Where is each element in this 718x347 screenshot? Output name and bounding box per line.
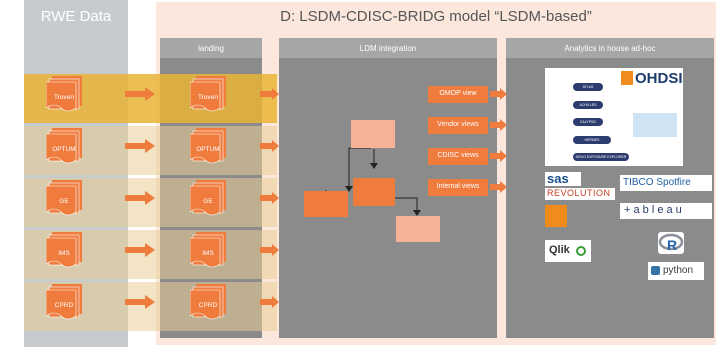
python-logo-box: python	[648, 262, 704, 280]
ldm-diagram	[304, 120, 440, 242]
source-label: OPTUM	[52, 146, 76, 153]
landing-title: landing	[198, 44, 224, 53]
connector-arrowhead-2	[370, 163, 378, 169]
view-arrow-3	[490, 150, 507, 162]
landing-label: GE	[203, 198, 213, 205]
landing-to-ldm-arrow	[260, 296, 279, 308]
landing-label: IMS	[202, 250, 214, 257]
analytics-title: Analytics in house ad-hoc	[564, 44, 656, 53]
revolution-mark-icon	[545, 205, 567, 227]
landing-to-ldm-arrow	[260, 192, 279, 204]
landing-doc-ge: GE	[190, 180, 226, 216]
r-logo-icon: R	[658, 233, 684, 253]
entity-box-top	[351, 120, 395, 148]
connector-arrowhead-1	[345, 186, 353, 192]
source-to-landing-arrow	[125, 243, 155, 257]
view-arrow-2	[490, 119, 507, 131]
python-mark-icon	[651, 266, 660, 275]
view-arrow-1	[490, 88, 507, 100]
landing-to-ldm-arrow	[260, 140, 279, 152]
view-cdisc: CDISC views	[428, 148, 488, 165]
landing-to-ldm-arrow	[260, 244, 279, 256]
connector-line-3	[395, 197, 418, 214]
revolution-logo: REVOLUTION	[547, 188, 611, 198]
view-arrows	[490, 88, 507, 193]
ohdsi-tool-hermes: HERMES	[573, 136, 611, 144]
r-logo-box: R	[658, 232, 684, 254]
ohdsi-tool-calypso: CALYPSO	[573, 118, 603, 126]
source-label: GE	[59, 198, 69, 205]
source-to-landing-arrow	[125, 191, 155, 205]
sas-logo: sas	[547, 171, 569, 186]
qlik-logo-box: Qlik	[545, 240, 591, 262]
landing-header	[160, 38, 262, 58]
tibco-logo: TIBCO Spotfire	[623, 177, 691, 188]
ldm-header	[279, 38, 497, 58]
python-logo: python	[663, 265, 694, 276]
landing-doc-ims: IMS	[190, 232, 226, 268]
connector-arrowhead-3	[413, 210, 421, 216]
analytics-header	[506, 38, 714, 58]
entity-box-left	[304, 191, 348, 217]
entity-box-bottom	[396, 216, 440, 242]
ohdsi-tool-drug-exposure: DRUG EXPOSURE EXPLORER	[573, 153, 629, 161]
source-to-landing-arrow	[125, 295, 155, 309]
landing-doc-truven: Truven	[190, 76, 226, 112]
source-label: Truven	[54, 94, 74, 101]
source-doc-cprd: CPRD	[46, 284, 82, 320]
source-label: IMS	[58, 250, 70, 257]
model-title: D: LSDM-CDISC-BRIDG model “LSDM-based”	[280, 8, 592, 25]
ohdsi-logo: OHDSI	[635, 70, 683, 87]
landing-label: Truven	[198, 94, 218, 101]
qlik-mark-icon	[576, 246, 586, 256]
landing-label: OPTUM	[196, 146, 220, 153]
revolution-logo-box: REVOLUTION	[545, 188, 615, 200]
landing-to-ldm-arrow	[260, 88, 279, 100]
svg-text:R: R	[667, 237, 677, 253]
tableau-logo: + a b l e a u	[624, 204, 682, 216]
ohdsi-tool-atlas: ATLAS	[573, 83, 603, 91]
landing-label: CPRD	[198, 302, 218, 309]
ohdsi-diagram-thumbnail	[633, 113, 677, 137]
sas-logo-box: sas	[545, 171, 581, 186]
qlik-logo: Qlik	[549, 244, 570, 256]
view-omop: OMOP view	[428, 86, 488, 103]
source-doc-ge: GE	[46, 180, 82, 216]
source-to-landing-arrow	[125, 87, 155, 101]
tableau-logo-box: + a b l e a u	[620, 203, 712, 219]
view-internal: Internal views	[428, 179, 488, 196]
ldm-title: LDM integration	[359, 44, 417, 53]
source-to-landing-arrow	[125, 139, 155, 153]
view-arrow-4	[490, 181, 507, 193]
source-doc-truven: Truven	[46, 76, 82, 112]
ohdsi-screenshot: OHDSI ATLAS ACHILLES CALYPSO HERMES DRUG…	[545, 68, 683, 166]
entity-box-middle	[353, 178, 395, 206]
landing-doc-optum: OPTUM	[190, 128, 226, 164]
ohdsi-tool-achilles: ACHILLES	[573, 101, 603, 109]
ohdsi-mark-icon	[621, 71, 633, 85]
source-doc-optum: OPTUM	[46, 128, 82, 164]
source-label: CPRD	[54, 302, 74, 309]
source-doc-ims: IMS	[46, 232, 82, 268]
rwe-data-title: RWE Data	[40, 8, 112, 25]
view-vendor: Vendor views	[428, 117, 488, 134]
landing-doc-cprd: CPRD	[190, 284, 226, 320]
tibco-logo-box: TIBCO Spotfire	[620, 175, 712, 191]
